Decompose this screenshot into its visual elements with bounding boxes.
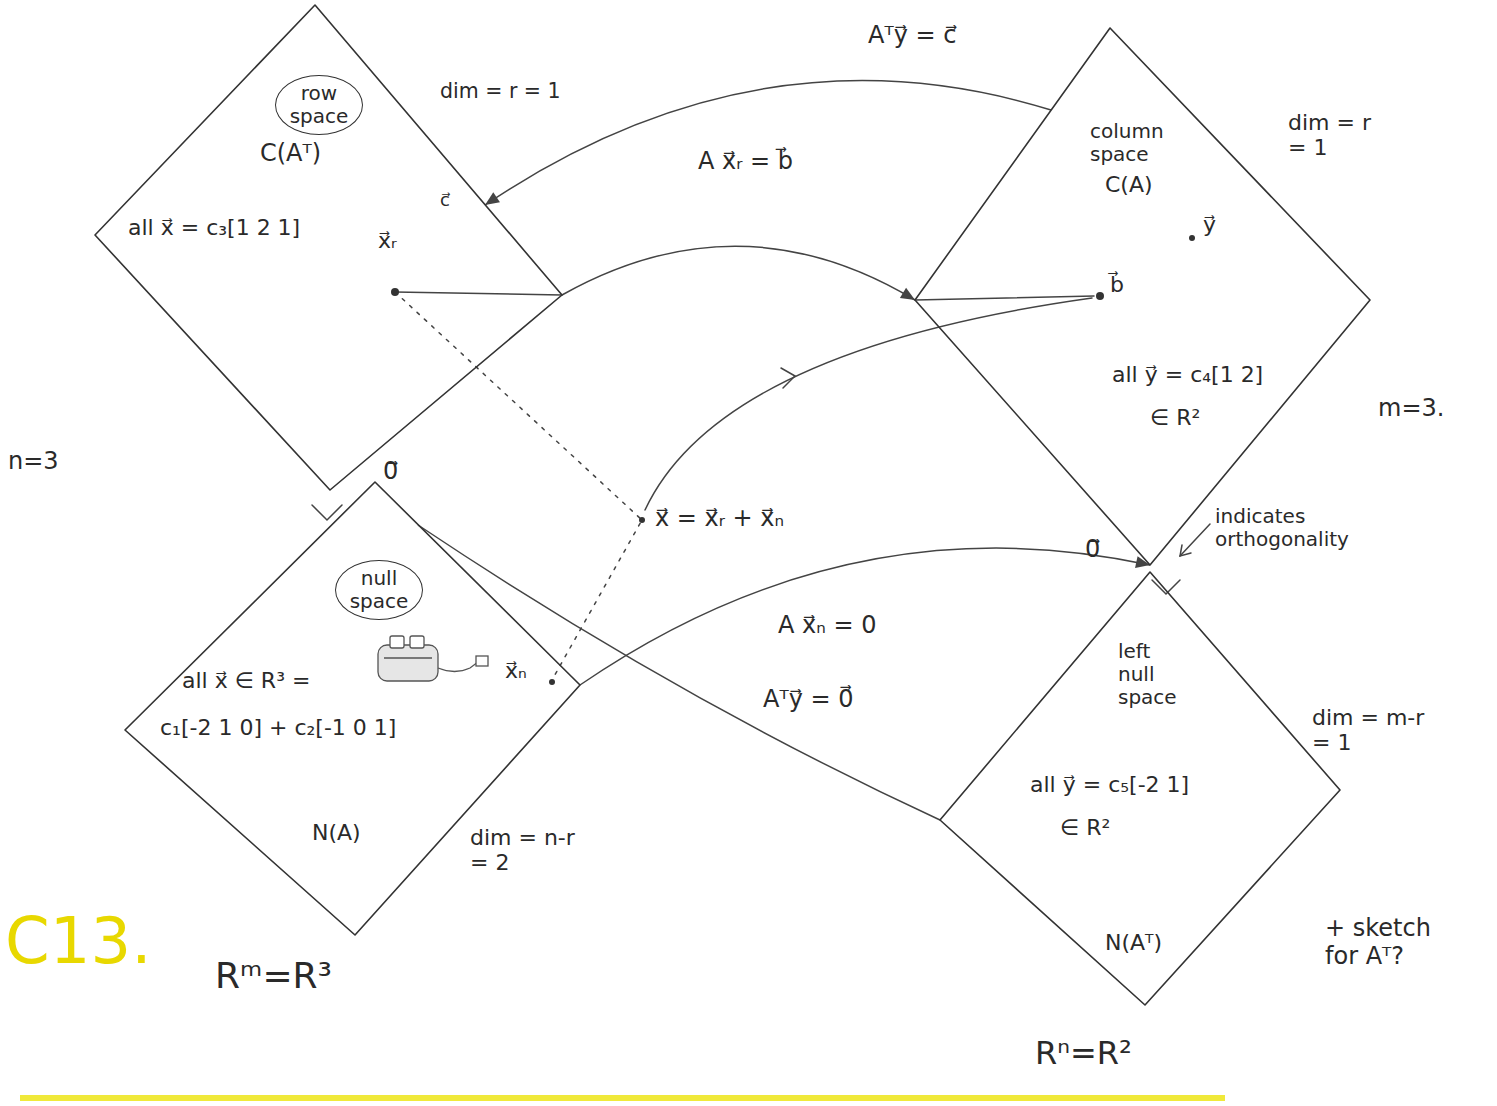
annotation: n=3 [8,448,59,476]
node-text: all x⃗ ∈ R³ = [182,668,310,693]
arrow-chevron [781,368,795,388]
right-angle-mark [312,505,342,520]
highlight-underline [20,1095,1225,1101]
diamond-border [940,572,1340,1005]
node-text: x⃗ᵣ [378,228,397,253]
arrow-line [418,525,940,820]
node-text: dim = m-r = 1 [1312,705,1432,756]
node-text: x⃗ₙ [505,658,527,683]
point-dot [639,517,645,523]
leader-line [1180,524,1210,556]
node-text: c₁[-2 1 0] + c₂[-1 0 1] [160,715,396,740]
node-text: N(Aᵀ) [1105,930,1162,955]
node-text: dim = r = 1 [1288,110,1378,161]
node-text: y⃗ [1203,212,1216,237]
node-text: left null space [1118,640,1188,709]
annotation: m=3. [1378,395,1444,423]
node-text: dim = n-r = 2 [470,825,590,876]
arrow-line [562,246,915,300]
diamond-border [95,5,562,490]
node-text: ∈ R² [1150,405,1200,430]
node-text: column space [1090,120,1180,166]
subspace-diamond: row spaceC(Aᵀ) all x⃗ = c₃[1 2 1] x⃗ᵣ c⃗ dim… [92,3,564,493]
arrow-chevron [1180,545,1191,556]
node-text: all y⃗ = c₄[1 2] [1112,362,1263,387]
annotation: indicates orthogonality [1215,505,1365,551]
node-text: row space [275,75,363,135]
leader-line [915,296,1094,300]
edge-label: A x⃗ₙ = 0 [775,612,879,640]
arrow-line [485,81,1051,205]
node-text: C(Aᵀ) [260,140,321,168]
node-text: b⃗ [1110,272,1124,297]
subspace-diamond: column spaceC(A) y⃗ b⃗ all y⃗ = c₄[1 2] ∈ R²… [912,25,1422,567]
arrowhead [900,288,915,300]
mapping-arrow [580,548,1150,685]
leader-line [395,292,562,295]
point-dot [549,679,555,685]
point-dot [1096,292,1104,300]
arrow-line [580,548,1150,685]
node-text: C(A) [1105,172,1153,197]
edge-label: A x⃗ᵣ = b⃗ [695,148,796,176]
node-text: all x⃗ = c₃[1 2 1] [128,215,300,240]
node-text: null space [335,560,423,620]
point-dot [391,288,399,296]
edge-label: Aᵀy⃗ = 0⃗ [760,686,857,714]
diamond-border [125,482,580,935]
node-text: N(A) [312,820,361,845]
node-text: all y⃗ = c₅[-2 1] [1030,772,1189,797]
node-text: ∈ R² [1060,815,1110,840]
subspace-diamond: null space all x⃗ ∈ R³ = c₁[-2 1 0] + c₂[-… [120,478,602,943]
annotation: 0⃗ [383,458,398,486]
diamond-outline [120,478,602,943]
mapping-arrow [485,81,1051,205]
mapping-arrow [418,525,940,820]
edge-label: Aᵀy⃗ = c⃗ [865,22,959,50]
annotation: 0⃗ [1085,536,1100,564]
point-dot [1189,235,1195,241]
annotation: Rᵐ=R³ [215,955,332,996]
mapping-curve [645,298,1092,510]
node-text: c⃗ [440,190,450,211]
annotation: x⃗ = x⃗ᵣ + x⃗ₙ [655,505,784,533]
diamond-border [915,28,1370,565]
right-angle-mark [1152,580,1180,594]
annotation: Rⁿ=R² [1035,1035,1132,1072]
diamond-outline [92,3,564,493]
diamond-outline [912,25,1422,567]
annotation: + sketch for Aᵀ? [1325,915,1445,970]
annotation: C13. [5,905,151,979]
mapping-arrow [562,246,915,300]
dotted-decomposition [395,292,642,680]
toaster-sketch [378,636,488,681]
node-text: dim = r = 1 [440,80,561,104]
arrowhead [485,192,500,205]
